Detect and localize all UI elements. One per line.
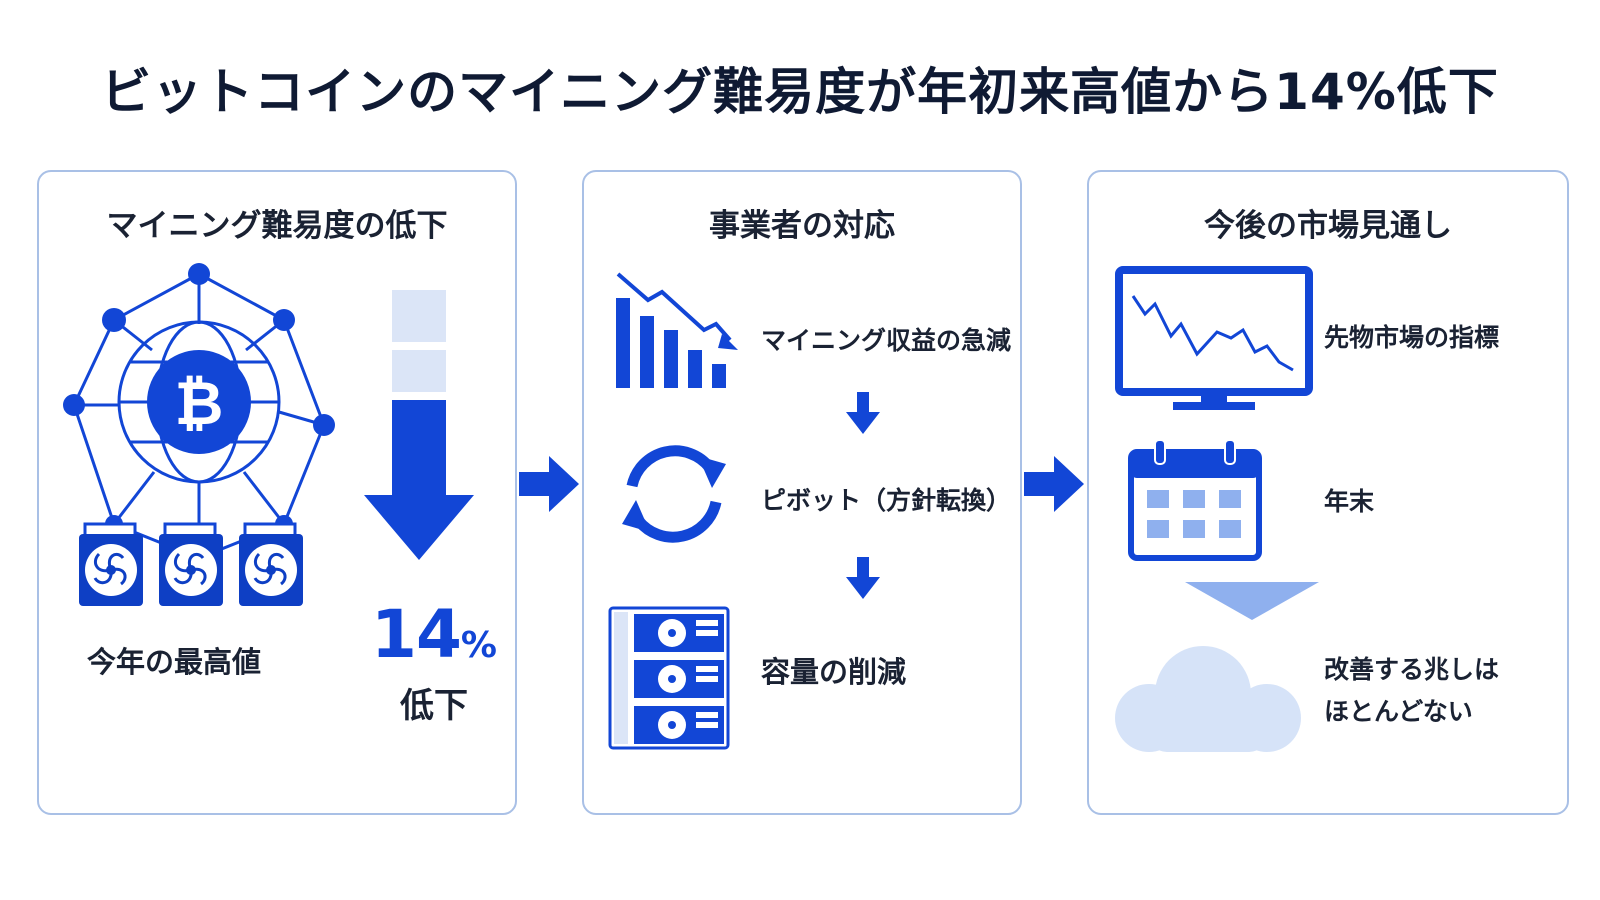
panel-market-outlook: 今後の市場見通し 先物市場の指標 年末 改善する兆しは ほとんどない [1087,170,1569,815]
outlook-item-1-label: 先物市場の指標 [1324,323,1500,352]
calendar-icon [1128,439,1262,561]
down-triangle-icon [1185,582,1319,620]
peak-label: 今年の最高値 [87,645,262,679]
panel-1-title: マイニング難易度の低下 [106,208,448,244]
mining-rig-icon [79,522,303,606]
outlook-line-2: ほとんどない [1324,697,1473,726]
step-down-arrow-icon [846,392,880,434]
flow-arrow-right-icon [519,456,579,512]
step-3-label: 容量の削減 [761,655,907,689]
flow-arrow-right-icon [1024,456,1084,512]
down-arrow-icon [364,290,474,560]
page-title: ビットコインのマイニング難易度が年初来高値から14%低下 [101,63,1499,121]
panel-mining-difficulty: マイニング難易度の低下 ₿ [37,170,517,815]
panel-3-title: 今後の市場見通し [1204,208,1452,244]
svg-text:₿: ₿ [175,369,224,439]
outlook-item-2-label: 年末 [1324,487,1375,516]
cloud-icon [1115,646,1301,752]
step-1-label: マイニング収益の急減 [761,326,1012,355]
outlook-line-1: 改善する兆しは [1324,655,1500,684]
panel-2-title: 事業者の対応 [709,208,895,244]
step-2-label: ピボット（方針転換） [761,486,1012,515]
declining-chart-icon [616,272,738,388]
step-down-arrow-icon [846,557,880,599]
server-rack-icon [608,606,730,750]
monitor-chart-icon [1115,266,1313,410]
cycle-arrows-icon [622,445,726,543]
bitcoin-network-icon: ₿ [63,263,335,567]
panel-operator-response: 事業者の対応 マイニング収益の急減 ピボット（方針転換） [582,170,1022,815]
percent-value: 14% [371,596,497,673]
percent-label: 低下 [400,686,468,726]
